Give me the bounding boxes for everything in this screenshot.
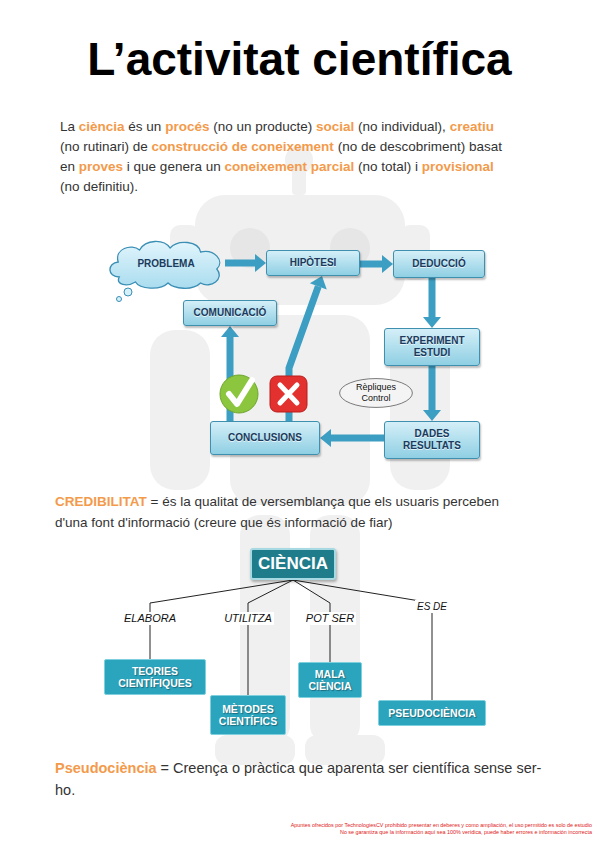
edge-label: ELABORA bbox=[122, 612, 178, 625]
highlight-word: ciència bbox=[79, 119, 125, 134]
arrow-head bbox=[320, 429, 331, 447]
process-box: EXPERIMENT ESTUDI bbox=[384, 328, 480, 366]
node-text: PROBLEMA bbox=[137, 258, 194, 269]
text-run: (no un producte) bbox=[213, 119, 312, 134]
highlight-word: CREDIBILITAT bbox=[55, 494, 147, 509]
arrow-head bbox=[382, 255, 393, 273]
node-text: MÈTODES CIENTÍFICS bbox=[215, 703, 281, 727]
process-box: DADES RESULTATS bbox=[384, 421, 480, 459]
flow-arrow bbox=[360, 255, 393, 273]
connector-line bbox=[360, 261, 382, 268]
arrow-head bbox=[221, 326, 239, 337]
connector-line bbox=[248, 580, 293, 695]
node-text: HIPÒTESI bbox=[290, 257, 337, 269]
edge-label: ES DE bbox=[415, 600, 449, 613]
root-box: CIÈNCIA bbox=[250, 548, 336, 580]
highlight-word: social bbox=[316, 119, 354, 134]
edge-label: UTILITZA bbox=[222, 612, 274, 625]
text-run: (no individual), bbox=[358, 119, 446, 134]
concept-box: MÈTODES CIENTÍFICS bbox=[210, 695, 286, 735]
footer-note: Apuntes ofrecidos por TechnologiesCV pro… bbox=[200, 822, 592, 836]
node-text: CONCLUSIONS bbox=[228, 432, 302, 444]
cloud-bubbles bbox=[117, 288, 133, 302]
note-oval: Rèpliques Control bbox=[339, 378, 413, 408]
process-box: COMUNICACIÓ bbox=[183, 300, 277, 326]
cross-icon bbox=[270, 376, 307, 412]
flow-arrow bbox=[320, 429, 384, 447]
node-text: EXPERIMENT ESTUDI bbox=[389, 335, 475, 359]
node-text: DADES RESULTATS bbox=[389, 428, 475, 452]
link-line bbox=[248, 580, 293, 695]
arrow-head bbox=[255, 254, 266, 272]
node-text: CIÈNCIA bbox=[258, 554, 328, 574]
connector-line bbox=[429, 366, 436, 410]
text-run: La bbox=[60, 119, 75, 134]
node-text: MALA CIÈNCIA bbox=[303, 668, 357, 692]
connector-line bbox=[225, 260, 255, 267]
problem-cloud: PROBLEMA bbox=[105, 237, 227, 289]
flow-arrow bbox=[225, 254, 266, 272]
highlight-word: provisional bbox=[422, 159, 494, 174]
highlight-word: coneixement parcial bbox=[224, 159, 354, 174]
arrow-head bbox=[423, 410, 441, 421]
text-run: (no rutinari) de bbox=[60, 139, 148, 154]
text-run: i que genera un bbox=[127, 159, 221, 174]
highlight-word: Pseudociència bbox=[55, 760, 157, 776]
text-run: és un bbox=[128, 119, 161, 134]
concept-box: MALA CIÈNCIA bbox=[298, 662, 362, 698]
process-box: HIPÒTESI bbox=[266, 250, 360, 276]
node-text: Rèpliques Control bbox=[345, 382, 407, 404]
text-run: Apuntes ofrecidos por TechnologiesCV pro… bbox=[200, 822, 592, 829]
text-run: No se garantiza que la información aquí … bbox=[200, 829, 592, 836]
node-text: COMUNICACIÓ bbox=[194, 307, 267, 319]
highlight-word: creatiu bbox=[450, 119, 494, 134]
process-box: DEDUCCIÓ bbox=[393, 250, 485, 278]
node-text: PSEUDOCIÈNCIA bbox=[388, 707, 476, 719]
connector-line bbox=[331, 435, 384, 442]
node-text: TEORIES CIENTÍFIQUES bbox=[109, 665, 201, 689]
process-box: CONCLUSIONS bbox=[210, 421, 320, 455]
flow-arrow bbox=[423, 278, 441, 328]
page-title: L’activitat científica bbox=[0, 32, 599, 86]
highlight-word: proves bbox=[79, 159, 123, 174]
concept-box: PSEUDOCIÈNCIA bbox=[378, 700, 486, 726]
text-run: (no total) i bbox=[358, 159, 418, 174]
concept-box: TEORIES CIENTÍFIQUES bbox=[104, 659, 206, 695]
edge-label: POT SER bbox=[304, 612, 356, 625]
flow-arrow bbox=[423, 366, 441, 421]
highlight-word: construcció de coneixement bbox=[152, 139, 334, 154]
text-run: (no definitiu). bbox=[60, 179, 138, 194]
arrow-head bbox=[423, 317, 441, 328]
check-icon bbox=[220, 375, 258, 413]
highlight-word: procés bbox=[165, 119, 209, 134]
text-paragraph: Pseudociència = Creença o pràctica que a… bbox=[55, 757, 545, 801]
arrow-head bbox=[310, 276, 327, 289]
text-paragraph: CREDIBILITAT = és la qualitat de versemb… bbox=[55, 491, 535, 533]
text-paragraph: La ciència és un procés (no un producte)… bbox=[60, 117, 515, 197]
connector-line bbox=[429, 278, 436, 317]
link-line bbox=[293, 580, 432, 700]
node-text: DEDUCCIÓ bbox=[412, 258, 465, 270]
connector-line bbox=[293, 580, 432, 700]
